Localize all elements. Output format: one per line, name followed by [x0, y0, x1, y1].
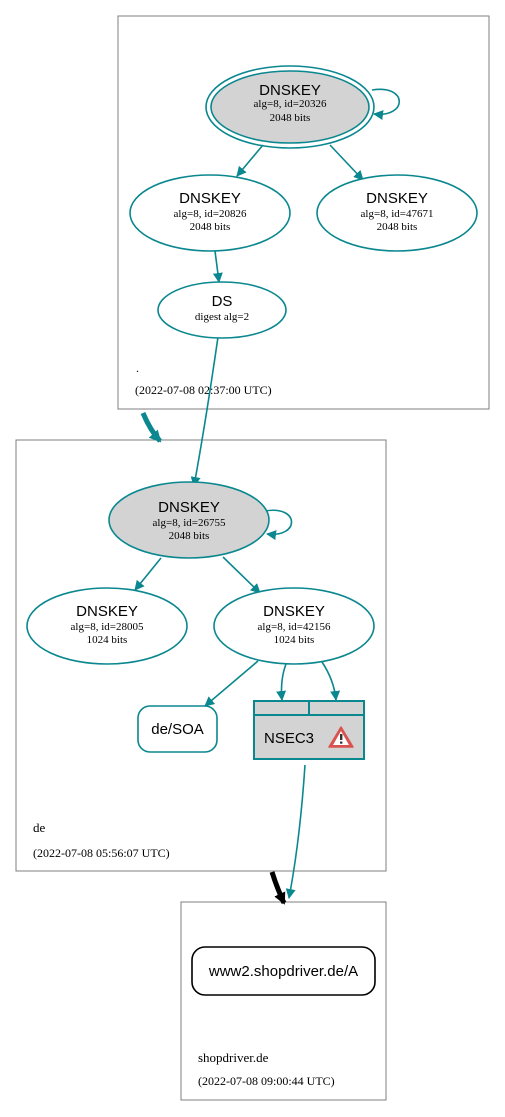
node-de-soa-label: de/SOA: [151, 721, 204, 738]
warning-icon: [328, 726, 354, 748]
node-de-ksk-shape: [108, 481, 270, 559]
zone-shopdriver-timestamp: (2022-07-08 09:00:44 UTC): [198, 1074, 335, 1088]
node-www-a[interactable]: www2.shopdriver.de/A: [191, 946, 376, 996]
node-root-zsk-2-line1: alg=8, id=47671: [361, 208, 434, 220]
node-de-ksk-line1: alg=8, id=26755: [153, 517, 226, 529]
node-root-zsk-1-shape: [129, 174, 291, 252]
zone-de-name: de: [33, 820, 46, 835]
edge-root-ds-de-ksk: [190, 336, 219, 487]
node-root-zsk-2-title: DNSKEY: [366, 190, 428, 207]
node-de-zsk-1-line2: 1024 bits: [87, 634, 128, 646]
node-root-zsk-1-title: DNSKEY: [179, 190, 241, 207]
node-de-zsk-1-line1: alg=8, id=28005: [71, 621, 144, 633]
edge-de-zsk2-soa: [204, 660, 259, 707]
node-de-zsk-1[interactable]: DNSKEY alg=8, id=28005 1024 bits: [26, 587, 188, 665]
zone-de-timestamp: (2022-07-08 05:56:07 UTC): [33, 846, 170, 860]
node-de-soa-shape: [137, 705, 218, 753]
node-root-zsk-2-line2: 2048 bits: [377, 221, 418, 233]
node-root-zsk-1[interactable]: DNSKEY alg=8, id=20826 2048 bits: [129, 174, 291, 252]
node-root-ksk-title: DNSKEY: [259, 82, 321, 99]
edge-de-zsk2-nsec3-a: [276, 663, 287, 701]
delegation-arrow-de-shopdriver: [269, 871, 287, 905]
delegation-arrow-root-de: [140, 412, 162, 443]
node-de-ksk[interactable]: DNSKEY alg=8, id=26755 2048 bits: [108, 481, 270, 559]
node-nsec3-label: NSEC3: [264, 730, 314, 747]
zone-root-box: [117, 15, 490, 410]
edge-root-ksk-zsk2: [329, 144, 364, 181]
zone-root: . (2022-07-08 02:37:00 UTC): [117, 15, 490, 410]
node-www-a-shape: [191, 946, 376, 996]
edge-de-ksk-zsk2: [222, 556, 261, 594]
node-root-ksk[interactable]: DNSKEY alg=8, id=20326 2048 bits: [205, 65, 375, 149]
node-de-zsk-1-shape: [26, 587, 188, 665]
node-root-ds-shape: [157, 281, 287, 339]
node-de-zsk-1-title: DNSKEY: [76, 603, 138, 620]
zone-root-name: .: [136, 361, 139, 375]
node-root-ksk-line2: 2048 bits: [270, 112, 311, 124]
node-nsec3[interactable]: NSEC3: [253, 700, 365, 760]
zone-de: de (2022-07-08 05:56:07 UTC): [15, 439, 387, 872]
node-de-ksk-title: DNSKEY: [158, 499, 220, 516]
zone-shopdriver: shopdriver.de (2022-07-08 09:00:44 UTC): [180, 901, 387, 1101]
node-root-zsk-2-shape: [316, 174, 478, 252]
node-de-zsk-2-line1: alg=8, id=42156: [258, 621, 331, 633]
node-root-ksk-outer: [205, 65, 375, 149]
edge-root-ksk-self: [371, 88, 400, 121]
node-www-a-label: www2.shopdriver.de/A: [208, 963, 358, 980]
node-root-zsk-1-line1: alg=8, id=20826: [174, 208, 247, 220]
node-root-zsk-1-line2: 2048 bits: [190, 221, 231, 233]
node-root-ds-line1: digest alg=2: [195, 311, 249, 323]
node-root-ksk-inner: [210, 70, 370, 144]
node-de-zsk-2-line2: 1024 bits: [274, 634, 315, 646]
node-root-ds-title: DS: [212, 293, 233, 310]
edge-de-ksk-self: [264, 509, 293, 541]
zone-shopdriver-name: shopdriver.de: [198, 1050, 269, 1065]
zone-root-timestamp: (2022-07-08 02:37:00 UTC): [135, 383, 272, 397]
node-de-ksk-line2: 2048 bits: [169, 530, 210, 542]
node-root-ksk-line1: alg=8, id=20326: [254, 98, 327, 110]
zone-de-box: [15, 439, 387, 872]
node-de-zsk-2[interactable]: DNSKEY alg=8, id=42156 1024 bits: [213, 587, 375, 665]
edge-de-ksk-zsk1: [134, 557, 162, 591]
node-de-zsk-2-shape: [213, 587, 375, 665]
node-de-zsk-2-title: DNSKEY: [263, 603, 325, 620]
edge-root-zsk1-ds: [212, 250, 223, 283]
node-root-ds[interactable]: DS digest alg=2: [157, 281, 287, 339]
node-root-zsk-2[interactable]: DNSKEY alg=8, id=47671 2048 bits: [316, 174, 478, 252]
node-de-soa[interactable]: de/SOA: [137, 705, 218, 753]
zone-shopdriver-box: [180, 901, 387, 1101]
edge-nsec3-shopdriver: [285, 764, 306, 899]
edge-de-zsk2-nsec3-b: [321, 661, 341, 701]
edge-root-ksk-zsk1: [236, 144, 264, 177]
